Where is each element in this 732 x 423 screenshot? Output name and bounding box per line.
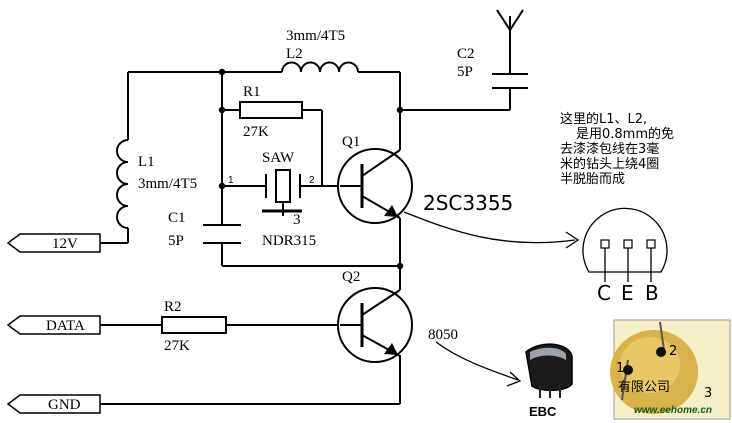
saw-part: NDR315 xyxy=(262,233,316,249)
c1-label: C1 xyxy=(168,210,186,226)
saw-photo: 2 1 3 有限公司 www.eehome.cn xyxy=(610,319,731,420)
package-8050-label: EBC xyxy=(529,404,557,419)
photo-pin2: 2 xyxy=(669,344,677,359)
r1-label: R1 xyxy=(243,84,261,100)
q2-label: Q2 xyxy=(342,269,360,285)
note-line-3: 去漆漆包线在3毫 xyxy=(560,141,659,157)
c1-capacitor: C1 5P xyxy=(168,210,241,249)
l1-value: 3mm/4T5 xyxy=(138,176,197,192)
c1-value: 5P xyxy=(168,233,184,249)
antenna-icon xyxy=(496,9,524,31)
l2-inductor: 3mm/4T5 L2 xyxy=(281,28,359,73)
port-data-label: DATA xyxy=(46,318,85,334)
c2-label: C2 xyxy=(457,46,475,62)
c2-value: 5P xyxy=(457,64,473,80)
saw-label: SAW xyxy=(262,150,295,166)
q2-transistor: Q2 8050 xyxy=(337,269,458,363)
photo-watermark: www.eehome.cn xyxy=(634,405,712,416)
l2-value: 3mm/4T5 xyxy=(286,28,345,44)
r2-label: R2 xyxy=(164,299,182,315)
port-12v-label: 12V xyxy=(52,236,78,252)
wires xyxy=(100,16,511,405)
l2-label: L2 xyxy=(286,46,303,62)
port-gnd-label: GND xyxy=(48,397,81,413)
note-line-1: 这里的L1、L2, xyxy=(560,111,647,127)
port-gnd: GND xyxy=(6,394,101,414)
r2-value: 27K xyxy=(164,338,190,354)
pin-e: E xyxy=(621,281,634,305)
coil-note: 这里的L1、L2, 是用0.8mm的免 去漆漆包线在3毫 米的钻头上绕4圈 半脱… xyxy=(560,111,674,187)
photo-caption: 有限公司 xyxy=(618,380,670,395)
q1-label: Q1 xyxy=(342,134,360,150)
note-line-5: 半脱胎而成 xyxy=(560,172,625,187)
l1-label: L1 xyxy=(138,154,155,170)
photo-pin1: 1 xyxy=(616,361,624,376)
pin-b: B xyxy=(645,281,659,305)
saw-pin2: 2 xyxy=(309,175,315,186)
q1-pinout: C E B xyxy=(403,207,668,305)
q1-transistor: Q1 2SC3355 xyxy=(337,134,513,224)
q2-part: 8050 xyxy=(428,327,458,343)
c2-capacitor: C2 5P xyxy=(457,46,528,89)
note-line-4: 米的钻头上绕4圈 xyxy=(560,156,659,172)
l1-inductor: L1 3mm/4T5 xyxy=(116,139,197,229)
junctions xyxy=(218,68,404,270)
r2-resistor: R2 27K xyxy=(161,299,227,354)
saw-pin1: 1 xyxy=(228,175,234,186)
photo-pin3: 3 xyxy=(704,386,712,401)
saw-resonator: SAW 1 2 3 NDR315 xyxy=(228,150,316,249)
q1-part: 2SC3355 xyxy=(423,191,513,215)
saw-pin3: 3 xyxy=(293,212,301,228)
note-line-2: 是用0.8mm的免 xyxy=(576,126,674,142)
port-12v: 12V xyxy=(6,233,101,253)
pin-c: C xyxy=(597,281,611,305)
package-8050: EBC xyxy=(435,341,573,419)
r1-value: 27K xyxy=(243,124,269,140)
port-data: DATA xyxy=(6,315,101,335)
r1-resistor: R1 27K xyxy=(239,84,303,140)
